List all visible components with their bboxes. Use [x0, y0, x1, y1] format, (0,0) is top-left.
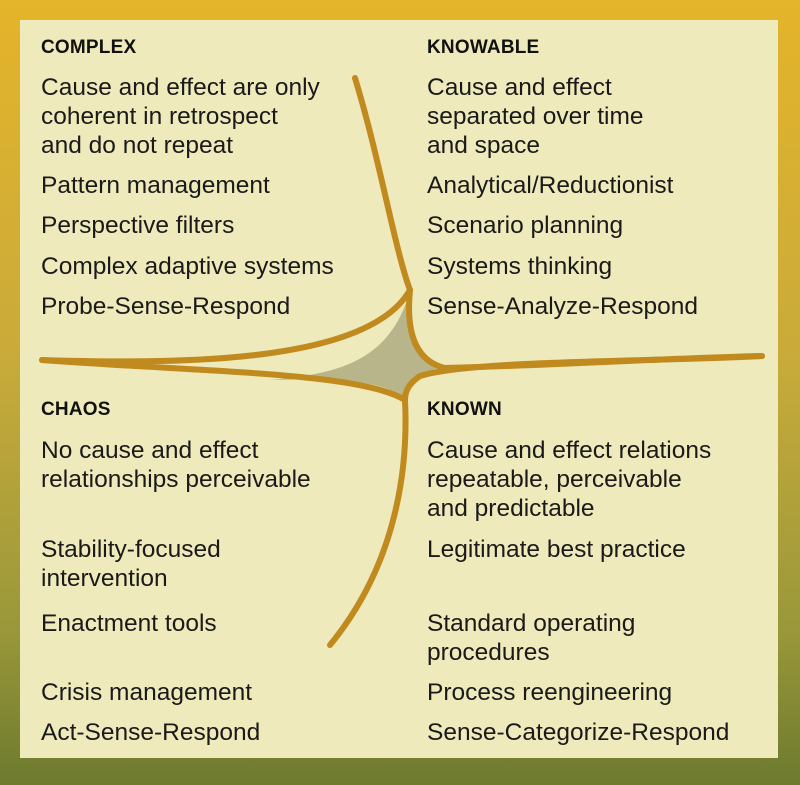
known-item-2: Legitimate best practice	[427, 536, 686, 563]
knowable-item-4: Systems thinking	[427, 253, 613, 280]
curve-top	[352, 75, 413, 293]
known-item-5: Sense-Categorize-Respond	[427, 719, 730, 746]
knowable-item-2: Analytical/Reductionist	[427, 172, 674, 199]
knowable-item-5: Sense-Analyze-Respond	[427, 293, 699, 320]
quadrant-title: CHAOS	[41, 399, 111, 420]
chaos-item-5: Act-Sense-Respond	[41, 719, 261, 746]
curve-chaos-corner	[39, 357, 409, 648]
chaos-item-4: Crisis management	[41, 679, 253, 706]
quadrant-title: KNOWABLE	[427, 37, 540, 58]
quadrant-title: KNOWN	[427, 399, 502, 420]
knowable-item-3: Scenario planning	[427, 212, 624, 239]
center-region	[270, 290, 440, 400]
complex-item-2: Pattern management	[41, 172, 270, 199]
complex-item-4: Complex adaptive systems	[41, 253, 334, 280]
quadrant-title: COMPLEX	[41, 37, 137, 58]
complex-item-3: Perspective filters	[41, 212, 235, 239]
known-item-4: Process reengineering	[427, 679, 673, 706]
complex-item-5: Probe-Sense-Respond	[41, 293, 291, 320]
curve-known-corner	[402, 353, 765, 403]
chaos-item-3: Enactment tools	[41, 610, 217, 637]
